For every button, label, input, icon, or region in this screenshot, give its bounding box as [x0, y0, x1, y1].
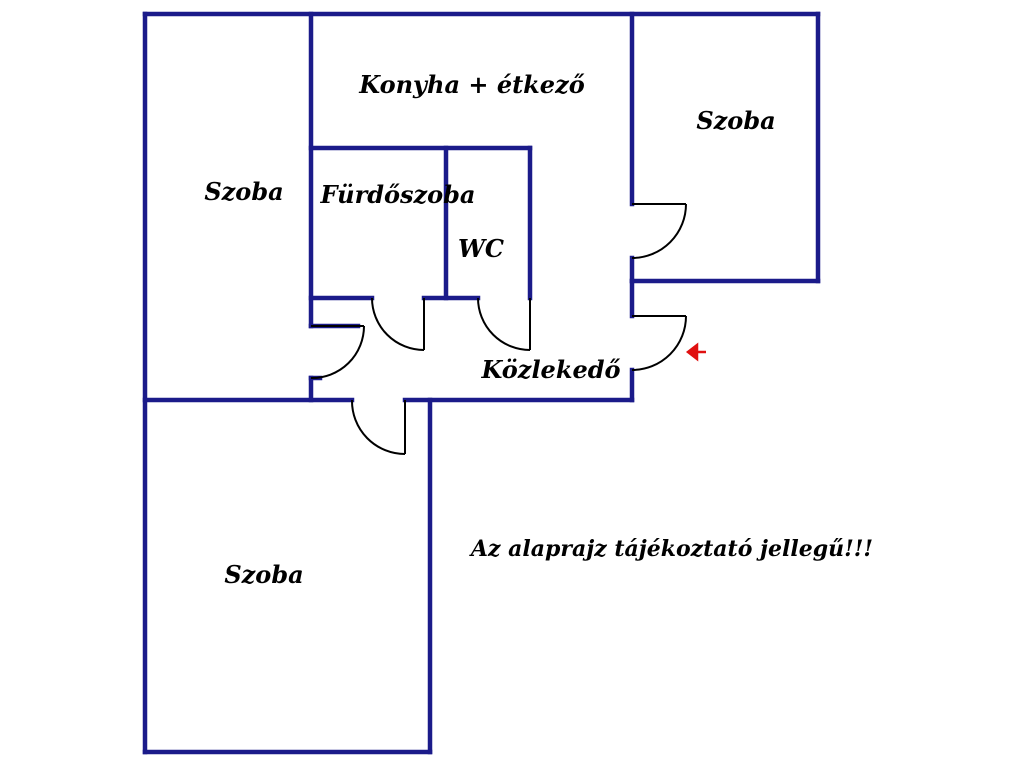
door-room-bottom — [350, 399, 406, 455]
door-room-top-right — [631, 203, 687, 259]
door-wc — [477, 297, 531, 351]
room-label-living-top-left: Szoba — [204, 177, 283, 206]
door-bathroom — [371, 297, 425, 351]
room-label-room-top-right: Szoba — [696, 106, 775, 135]
entrance-arrow-icon — [685, 342, 706, 362]
door-entrance — [631, 315, 687, 371]
room-label-hallway: Közlekedő — [480, 355, 620, 384]
room-label-wc: WC — [458, 234, 504, 263]
door-room-top-left — [310, 325, 365, 380]
room-label-bathroom: Fürdőszoba — [320, 180, 476, 209]
room-label-room-bottom: Szoba — [224, 560, 303, 589]
walls — [142, 11, 821, 755]
doors — [310, 203, 687, 455]
disclaimer-note: Az alaprajz tájékoztató jellegű!!! — [469, 536, 873, 562]
room-label-kitchen: Konyha + étkező — [358, 70, 584, 99]
